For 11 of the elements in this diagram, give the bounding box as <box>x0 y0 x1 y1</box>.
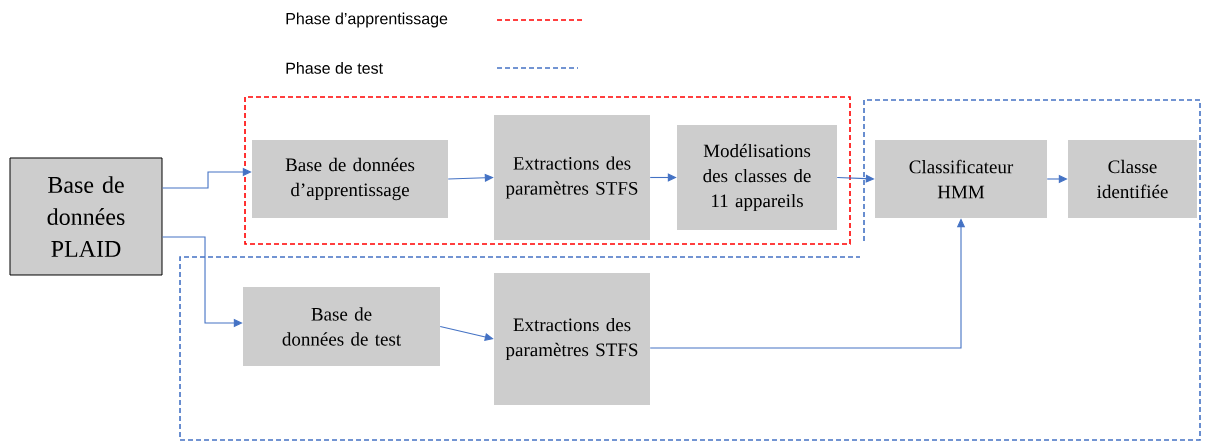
process-box: Base de données PLAID <box>9 157 163 276</box>
process-box: Base de données d’apprentissage <box>252 140 448 218</box>
legend-label: Phase d’apprentissage <box>286 12 448 28</box>
process-box: Classificateur HMM <box>875 140 1047 218</box>
process-box: Modélisations des classes de 11 appareils <box>677 125 837 230</box>
arrow <box>439 325 494 341</box>
process-box: Classe identifiée <box>1068 140 1197 218</box>
legend-label: Phase de test <box>286 62 383 74</box>
process-box: Extractions des paramètres STFS <box>494 273 650 405</box>
process-box: Base de données de test <box>243 287 440 366</box>
process-box: Extractions des paramètres STFS <box>494 115 650 240</box>
